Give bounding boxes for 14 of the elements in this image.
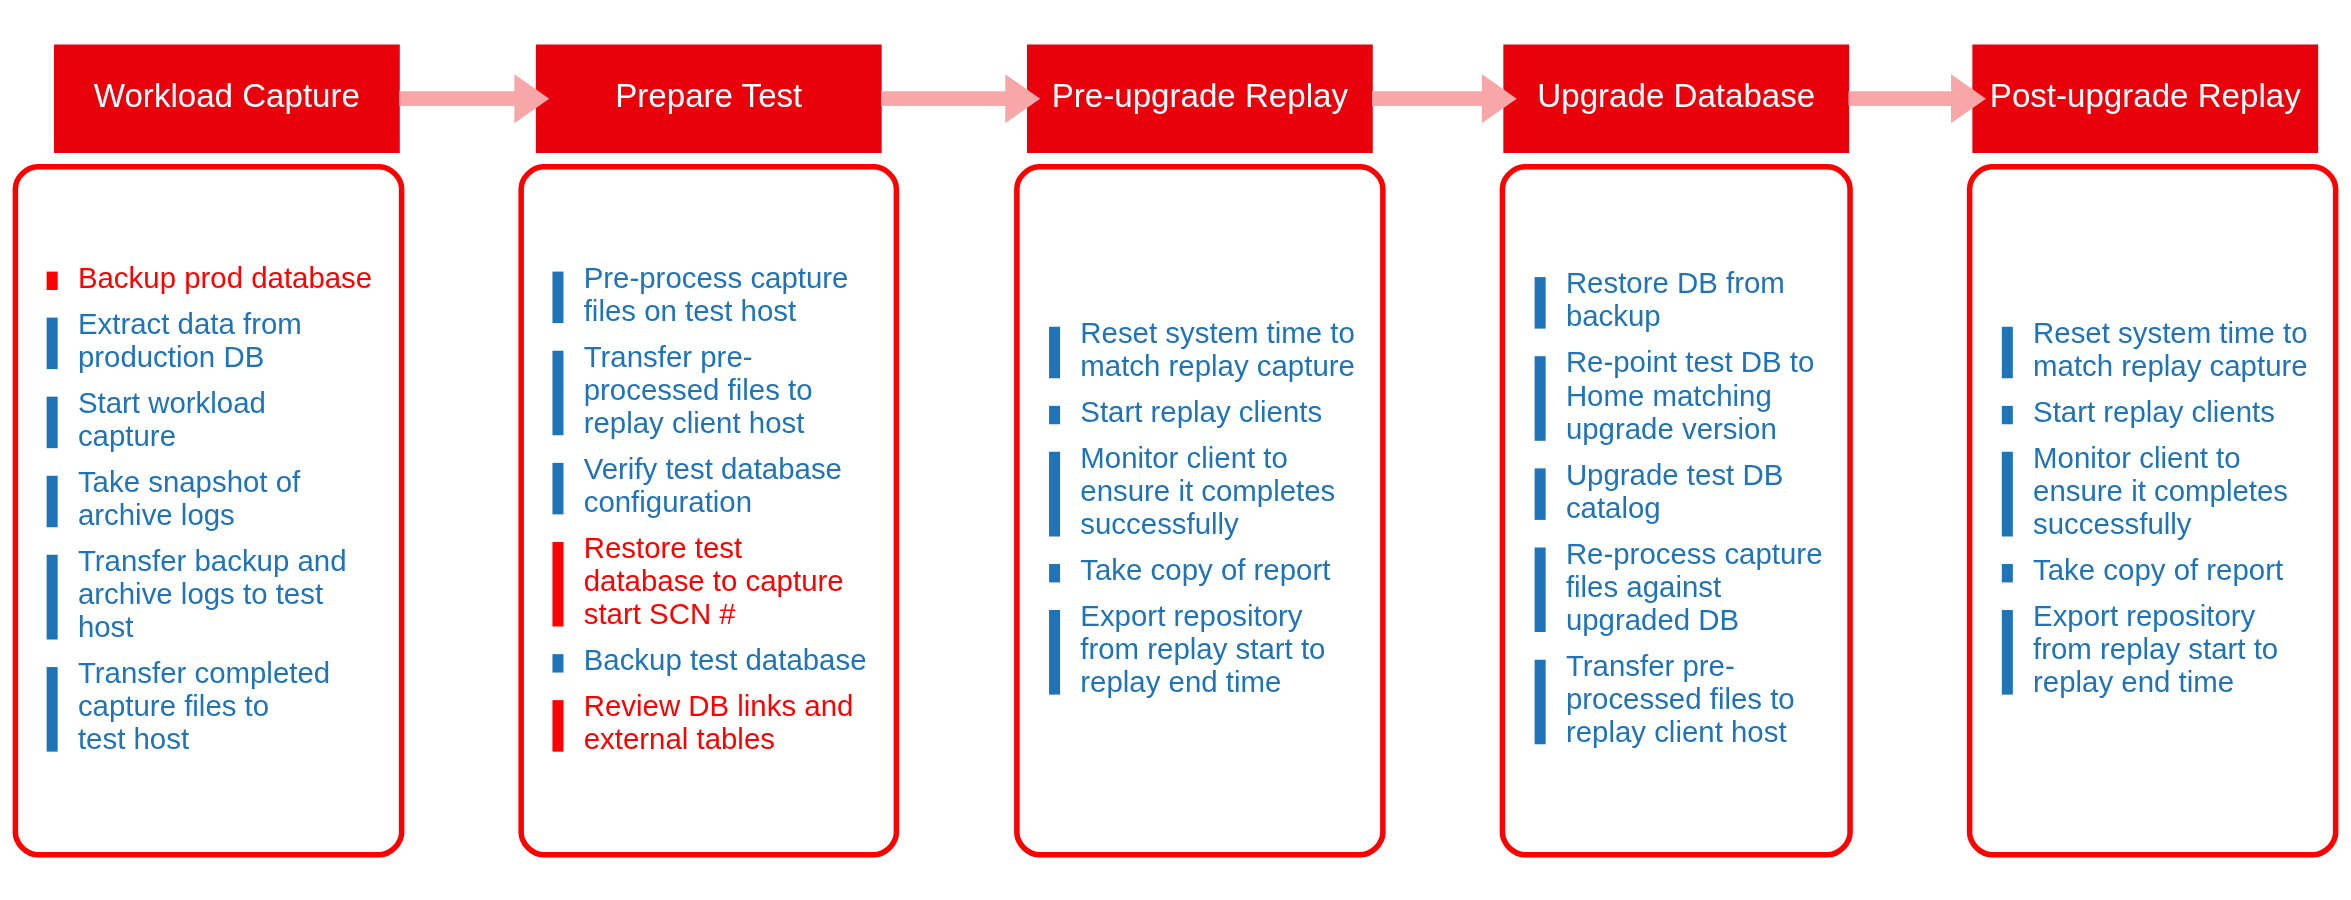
node-box: Upgrade Database [1503,44,1850,153]
node-box: Backup prod database Extract data from production DB Start workload capture Take snapshot of archive logs Transfer backup and archive logs to test host Transfer completed capture files to test host [12,164,405,858]
arrow [399,74,550,124]
node-box: Reset system time to match replay capture Start replay clients Monitor client to ensure it completes successfully Take copy of report Export repository from replay start to replay end time [1014,164,1386,858]
arrow [1848,74,1986,124]
node-box: Workload Capture [54,44,400,153]
node-box: Post-upgrade Replay [1972,44,2319,153]
arrow [880,74,1041,124]
node-box: Pre-process capture files on test host Transfer pre-processed files to replay client host Verify test database configuration Restore test database to capture start SCN # Backup test database Review DB links and external tables [518,164,900,858]
node-box: Restore DB from backup Re-point test DB to Home matching upgrade version Upgrade test DB catalog Re-process capture files against upgraded DB Transfer pre-processed files to replay client host [1499,164,1853,858]
node-box: Pre-upgrade Replay [1027,44,1373,153]
arrow [1372,74,1517,124]
node-box: Reset system time to match replay capture Start replay clients Monitor client to ensure it completes successfully Take copy of report Export repository from replay start to replay end time [1966,164,2339,858]
node-box: Prepare Test [535,44,882,153]
